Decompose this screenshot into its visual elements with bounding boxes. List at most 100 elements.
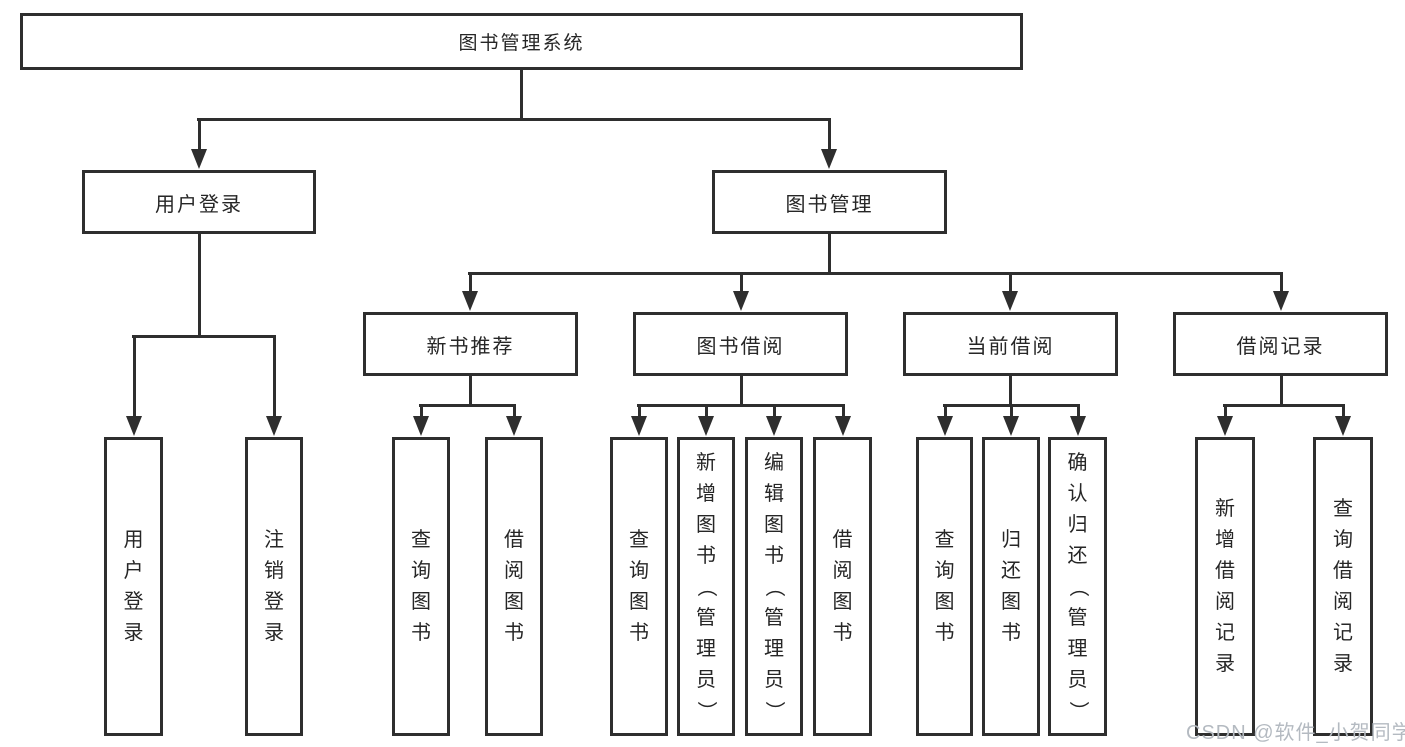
node-label: 新增图书（管理员）: [680, 440, 732, 733]
vertical-char: 认: [1067, 482, 1088, 505]
connector-line: [1223, 404, 1227, 418]
vertical-char: （: [695, 576, 717, 597]
arrow-down-icon: [821, 149, 837, 169]
connector-line: [468, 375, 472, 407]
vertical-char: 图: [1001, 591, 1021, 613]
vertical-char: 增: [696, 482, 716, 505]
vertical-char: 员: [1067, 668, 1088, 691]
node-current-borrowing: 当前借阅: [903, 312, 1118, 376]
csdn-watermark: CSDN @软件_小贺同学: [1186, 722, 1405, 744]
vertical-char: 录: [123, 622, 144, 644]
vertical-char: 阅: [832, 560, 853, 582]
node-label: 图书管理系统: [458, 33, 585, 54]
arrow-down-icon: [266, 416, 282, 436]
vertical-char: 归: [1001, 529, 1021, 551]
node-label: 查询图书: [395, 440, 447, 733]
node-leaf-bb-query-books: 查询图书: [610, 437, 668, 736]
vertical-char: ）: [763, 700, 785, 721]
arrow-down-icon: [1335, 416, 1351, 436]
node-label: 借阅记录: [1236, 335, 1325, 358]
node-leaf-cb-query-books: 查询图书: [916, 437, 973, 736]
vertical-char: 借: [1333, 560, 1353, 582]
node-leaf-bb-edit-books-admin: 编辑图书（管理员）: [745, 437, 803, 736]
node-label: 新增借阅记录: [1198, 440, 1252, 733]
arrow-down-icon: [698, 416, 714, 436]
connector-line: [468, 272, 472, 293]
node-leaf-logout: 注销登录: [245, 437, 303, 736]
node-label: 图书管理: [785, 193, 874, 216]
vertical-char: 员: [696, 668, 716, 691]
vertical-char: 查: [411, 529, 431, 551]
arrow-down-icon: [1273, 291, 1289, 311]
connector-line: [468, 272, 1283, 275]
node-label: 归还图书: [985, 440, 1037, 733]
vertical-char: 借: [1215, 560, 1235, 582]
connector-line: [1009, 404, 1013, 418]
arrow-down-icon: [126, 416, 142, 436]
vertical-char: 员: [764, 668, 784, 691]
node-label: 借阅图书: [816, 440, 869, 733]
vertical-char: 书: [411, 622, 431, 644]
vertical-char: 询: [934, 560, 955, 582]
vertical-char: 借: [504, 529, 524, 551]
arrow-down-icon: [191, 149, 207, 169]
vertical-char: ）: [1066, 700, 1089, 721]
node-library-management-system: 图书管理系统: [20, 13, 1023, 70]
node-leaf-br-add-record: 新增借阅记录: [1195, 437, 1255, 736]
vertical-char: 归: [1067, 513, 1088, 536]
vertical-char: 图: [504, 591, 524, 613]
connector-line: [943, 404, 947, 418]
connector-line: [519, 68, 523, 121]
arrow-down-icon: [1070, 416, 1086, 436]
vertical-char: 增: [1215, 529, 1235, 551]
connector-line: [197, 233, 201, 338]
vertical-char: 书: [934, 622, 955, 644]
vertical-char: 阅: [1215, 591, 1235, 613]
connector-line: [272, 335, 276, 418]
connector-line: [827, 118, 831, 151]
arrow-down-icon: [937, 416, 953, 436]
vertical-char: 理: [696, 637, 716, 660]
connector-line: [1223, 404, 1345, 407]
vertical-char: 书: [629, 622, 649, 644]
vertical-char: 查: [934, 529, 955, 551]
arrow-down-icon: [733, 291, 749, 311]
connector-line: [637, 404, 845, 407]
connector-line: [1076, 404, 1080, 418]
node-label: 图书借阅: [696, 335, 785, 358]
vertical-char: 理: [1067, 637, 1088, 660]
node-borrowing-records: 借阅记录: [1173, 312, 1388, 376]
connector-line: [739, 272, 743, 293]
vertical-char: 用: [123, 529, 144, 551]
vertical-char: 销: [264, 560, 284, 582]
vertical-char: 图: [411, 591, 431, 613]
vertical-char: 编: [764, 451, 784, 474]
connector-line: [1341, 404, 1345, 418]
vertical-char: 登: [264, 591, 284, 613]
arrow-down-icon: [1002, 291, 1018, 311]
vertical-char: 查: [1333, 498, 1353, 520]
connector-line: [772, 404, 776, 418]
node-new-book-recommend: 新书推荐: [363, 312, 578, 376]
connector-line: [739, 375, 743, 407]
node-label: 用户登录: [155, 193, 243, 216]
node-leaf-bb-add-books-admin: 新增图书（管理员）: [677, 437, 735, 736]
node-label: 新书推荐: [426, 335, 515, 358]
arrow-down-icon: [462, 291, 478, 311]
connector-line: [197, 118, 201, 151]
connector-line: [1008, 375, 1012, 407]
node-leaf-nbr-query-books: 查询图书: [392, 437, 450, 736]
vertical-char: 记: [1215, 622, 1235, 644]
arrow-down-icon: [631, 416, 647, 436]
vertical-char: 新: [696, 451, 716, 474]
node-book-borrowing: 图书借阅: [633, 312, 848, 376]
connector-line: [419, 404, 423, 418]
connector-line: [637, 404, 641, 418]
vertical-char: 询: [1333, 529, 1353, 551]
vertical-char: 新: [1215, 498, 1235, 520]
arrow-down-icon: [835, 416, 851, 436]
connector-line: [1279, 375, 1283, 407]
vertical-char: 管: [764, 606, 784, 629]
vertical-char: 借: [832, 529, 853, 551]
